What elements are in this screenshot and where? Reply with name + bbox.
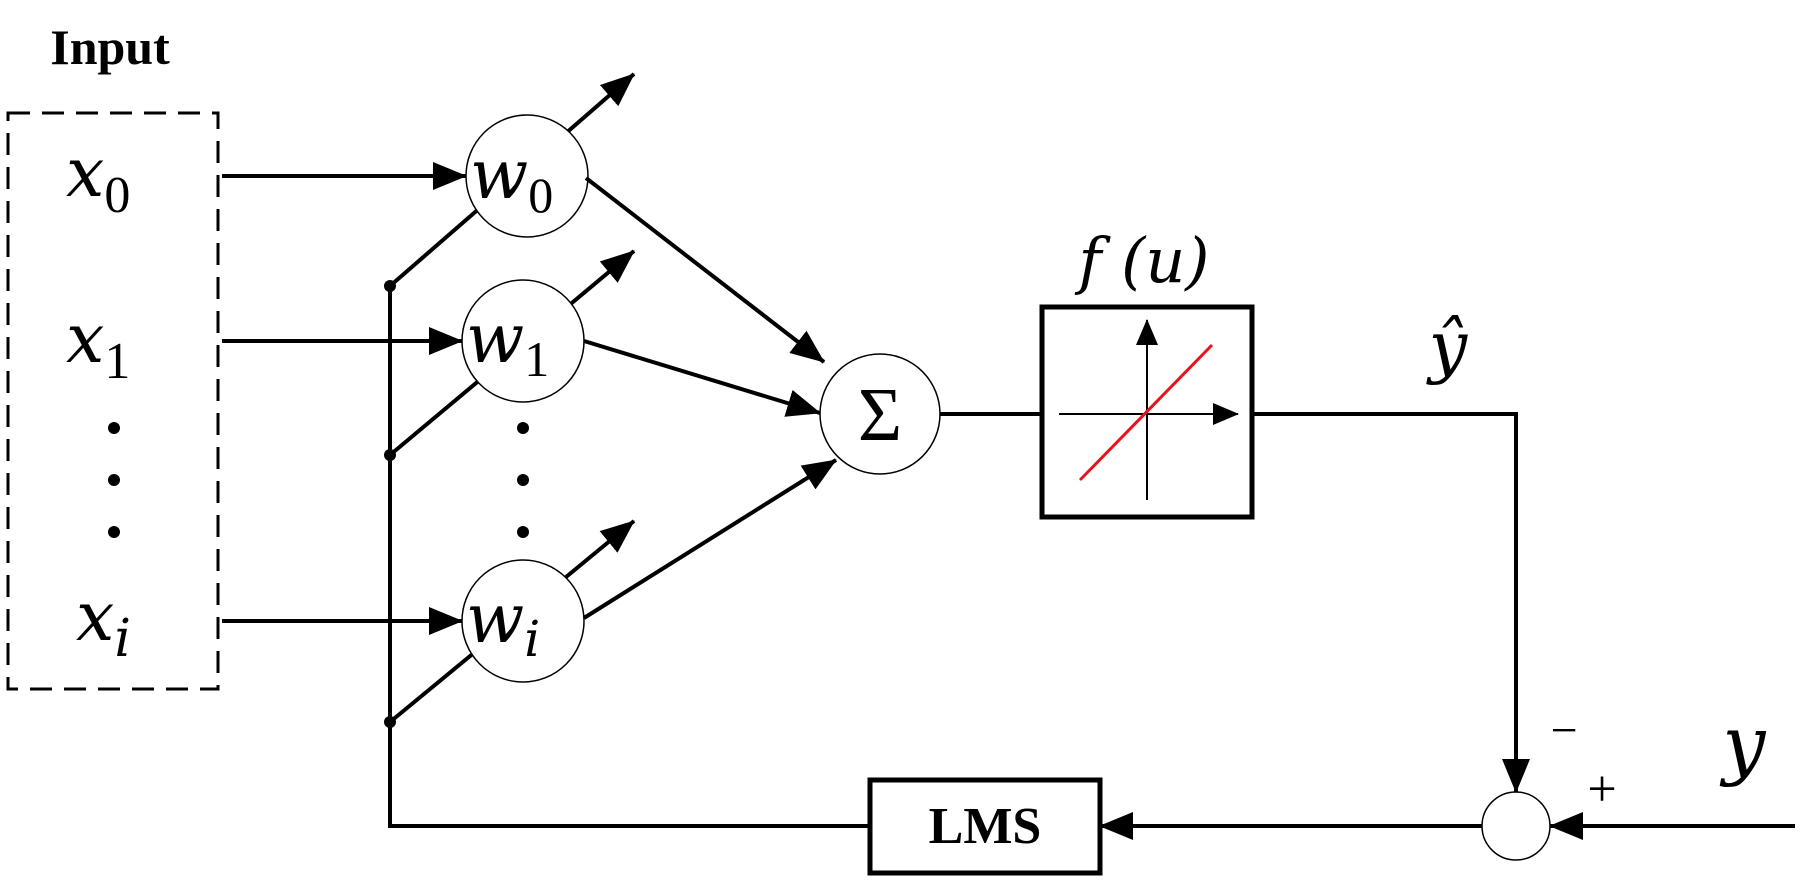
- junction-dot: [384, 280, 396, 292]
- arrow-w0-sum: [584, 176, 826, 364]
- junction-dot: [384, 449, 396, 461]
- weight-w1: w1: [466, 300, 549, 387]
- ellipsis-dot: [108, 474, 120, 486]
- weight-w0: w0: [470, 136, 553, 223]
- minus-sign: −: [1550, 704, 1577, 757]
- arrow-w1-sum: [583, 339, 821, 417]
- output-y-hat: ŷ: [1426, 308, 1469, 387]
- error-comparator-node: [1481, 791, 1551, 861]
- feedback-bus: [388, 286, 870, 828]
- summation-symbol: Σ: [858, 373, 902, 457]
- weight-node-w0: [465, 114, 589, 238]
- input-title: Input: [50, 19, 170, 75]
- input-x0: x0: [66, 134, 130, 224]
- ellipsis-dot: [517, 474, 529, 486]
- output-line: [1252, 412, 1530, 793]
- lms-box: [867, 777, 1103, 876]
- junction-dot: [384, 716, 396, 728]
- input-box: [6, 111, 220, 691]
- weight-wi: wi: [466, 580, 540, 668]
- arrow-wi-sum: [582, 458, 838, 620]
- ellipsis-dot: [517, 526, 529, 538]
- ellipsis-dot: [108, 526, 120, 538]
- ellipsis-dot: [517, 422, 529, 434]
- input-x1: x1: [66, 300, 130, 390]
- weight-node-wi: [461, 559, 585, 683]
- input-xi: xi: [76, 578, 131, 669]
- ellipsis-dot: [108, 422, 120, 434]
- plus-sign: +: [1587, 761, 1616, 818]
- activation-label: f (u): [1075, 224, 1210, 297]
- activation-linear-curve: [1078, 343, 1214, 482]
- target-y: y: [1720, 699, 1767, 788]
- lms-label: LMS: [929, 798, 1042, 855]
